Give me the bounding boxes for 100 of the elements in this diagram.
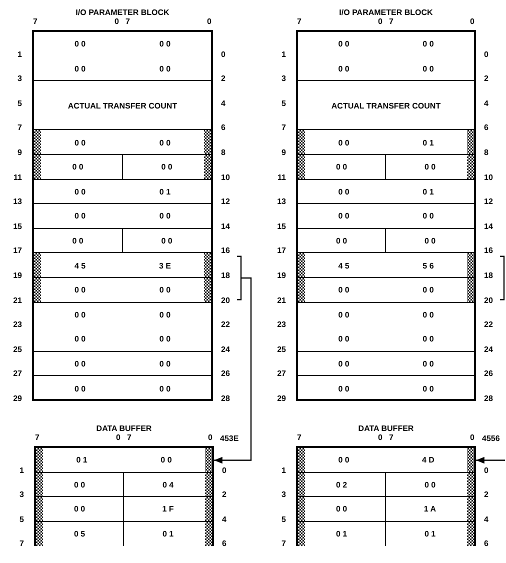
hex-value: 1 F — [162, 504, 174, 514]
hex-value: 0 0 — [72, 236, 84, 246]
address-number: 25 — [277, 344, 286, 354]
memory-cell — [386, 472, 474, 497]
address-number: 0 — [484, 50, 488, 59]
address-number: 12 — [484, 197, 493, 206]
address-number: 0 — [221, 50, 226, 59]
memory-cell — [386, 497, 474, 522]
memory-cell — [386, 522, 474, 546]
hex-value: 0 0 — [422, 64, 434, 74]
bit-number: 0 — [470, 433, 474, 442]
address-number: 16 — [221, 246, 230, 256]
hex-value: 0 0 — [159, 334, 171, 344]
hex-value: 0 1 — [159, 187, 171, 196]
hex-value: 0 0 — [338, 456, 350, 465]
memory-cell — [34, 253, 211, 278]
address-number: 7 — [18, 123, 22, 132]
bit-number: 0 — [470, 17, 474, 26]
address-number: 16 — [484, 246, 493, 256]
bit-number: 7 — [389, 17, 394, 26]
address-number: 11 — [278, 172, 286, 182]
hex-value: 0 0 — [159, 212, 171, 221]
hex-value: 0 0 — [74, 187, 86, 196]
memory-cell — [298, 472, 386, 497]
address-number: 13 — [277, 197, 286, 206]
arrow — [213, 256, 252, 464]
hex-value: 0 0 — [424, 480, 436, 490]
address-number: 6 — [484, 539, 488, 548]
address-number: 15 — [13, 222, 22, 231]
address-number: 3 — [18, 74, 22, 84]
address-number: 1 — [18, 50, 22, 59]
memory-cell — [298, 278, 474, 303]
address-number: 2 — [222, 490, 226, 499]
hex-value: 4 5 — [338, 261, 350, 270]
memory-cell — [34, 130, 211, 155]
bit-number: 7 — [297, 17, 302, 26]
address-number: 6 — [484, 123, 488, 132]
hex-value: 0 0 — [422, 384, 434, 394]
hex-value: 0 0 — [422, 286, 434, 295]
memory-cell — [298, 130, 474, 155]
hex-value: 0 0 — [338, 310, 350, 320]
address-number: 22 — [484, 320, 493, 330]
address-number: 23 — [13, 320, 22, 330]
address-number: 3 — [282, 490, 286, 499]
hex-value: 0 0 — [74, 40, 86, 49]
block-title: I/O PARAMETER BLOCK — [339, 8, 433, 17]
hex-value: 0 0 — [74, 212, 86, 221]
hex-value: 0 1 — [422, 138, 434, 148]
address-number: 1 — [282, 466, 286, 474]
field-label: ACTUAL TRANSFER COUNT — [68, 101, 178, 110]
hex-value: 0 0 — [74, 384, 86, 394]
bit-number: 0 — [116, 433, 120, 442]
bit-number: 0 — [378, 17, 382, 26]
address-number: 15 — [277, 222, 286, 231]
hex-value: 1 A — [424, 504, 436, 514]
address-number: 1 — [20, 466, 24, 474]
hex-value: 0 0 — [159, 40, 171, 49]
hex-value: 0 0 — [422, 310, 434, 320]
hex-value: 0 0 — [159, 138, 171, 148]
hex-value: 0 0 — [161, 162, 172, 172]
hex-value: 0 0 — [74, 504, 86, 514]
hex-value: 3 E — [158, 261, 171, 270]
memory-cell — [34, 278, 211, 303]
hex-value: 0 0 — [338, 334, 350, 344]
hex-value: 0 0 — [422, 360, 434, 369]
address-number: 9 — [18, 148, 22, 157]
hex-value: 0 0 — [338, 187, 350, 196]
bit-number: 7 — [297, 433, 302, 442]
hex-value: 5 6 — [422, 261, 434, 270]
address-number: 5 — [282, 514, 286, 524]
address-number: 6 — [221, 123, 226, 132]
memory-cell — [298, 497, 386, 522]
address-number: 26 — [221, 369, 230, 378]
address-number: 19 — [13, 271, 22, 280]
hex-value: 0 0 — [338, 138, 350, 148]
address-number: 12 — [221, 197, 230, 206]
address-value: 4556 — [482, 434, 500, 443]
hex-value: 4 D — [422, 456, 434, 465]
hex-value: 0 0 — [74, 310, 86, 320]
bit-number: 0 — [378, 433, 382, 442]
address-number: 24 — [221, 344, 230, 354]
address-number: 21 — [277, 296, 286, 305]
address-number: 29 — [13, 394, 22, 403]
address-value: 453E — [220, 434, 239, 443]
address-number: 7 — [282, 123, 286, 132]
address-number: 24 — [484, 344, 493, 354]
field-label: ACTUAL TRANSFER COUNT — [331, 101, 441, 110]
hex-value: 0 1 — [162, 529, 174, 538]
address-number: 0 — [222, 466, 226, 474]
hex-value: 0 0 — [338, 212, 350, 221]
address-number: 27 — [277, 369, 286, 378]
address-number: 28 — [484, 394, 493, 403]
hex-value: 0 0 — [74, 64, 86, 74]
hex-value: 0 0 — [159, 360, 171, 369]
address-number: 6 — [222, 539, 226, 548]
address-number: 28 — [221, 394, 230, 403]
address-number: 13 — [13, 197, 22, 206]
hex-value: 0 0 — [422, 334, 434, 344]
hex-value: 0 0 — [422, 212, 434, 221]
hex-value: 0 0 — [336, 504, 348, 514]
